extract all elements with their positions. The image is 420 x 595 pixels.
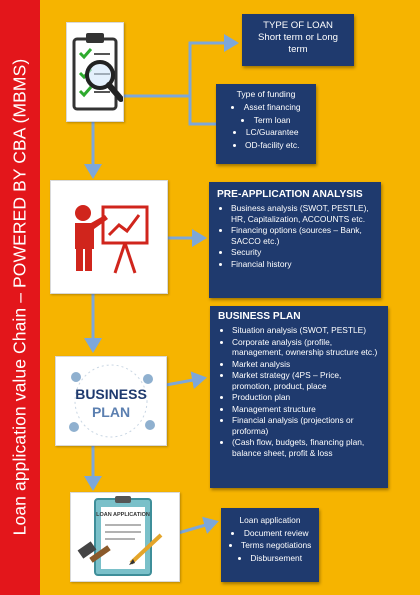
arrow-to-business-plan [165, 371, 207, 390]
loan-type-title: TYPE OF LOAN [263, 20, 333, 31]
application-item: Terms negotiations [225, 540, 315, 552]
loan-type-box: TYPE OF LOAN Short term or Long term [242, 14, 354, 66]
pre-application-item: Financing options (sources – Bank, SACCO… [231, 225, 375, 246]
funding-item: LC/Guarantee [220, 127, 312, 139]
application-item: Loan application [239, 515, 301, 525]
business-plan-item: Production plan [232, 392, 382, 403]
funding-item: Term loan [220, 115, 312, 127]
loan-application-form-icon: LOAN APPLICATION [70, 492, 180, 582]
business-plan-word-1: BUSINESS [75, 386, 147, 402]
funding-title: Type of funding [236, 89, 296, 99]
clipboard-search-icon [66, 22, 124, 122]
funding-item: Asset financing [220, 102, 312, 114]
presentation-icon [50, 180, 168, 294]
pre-application-item: Financial history [231, 259, 375, 270]
business-plan-word-2: PLAN [92, 404, 130, 420]
pre-application-title: PRE-APPLICATION ANALYSIS [217, 189, 363, 200]
business-plan-item: Management structure [232, 404, 382, 415]
arrow-to-application [177, 516, 219, 535]
pre-application-item: Security [231, 247, 375, 258]
funding-item: OD-facility etc. [220, 140, 312, 152]
business-plan-item: Financial analysis (projections or profo… [232, 415, 382, 436]
loan-type-text: Short term or Long term [258, 32, 338, 55]
business-plan-item: (Cash flow, budgets, financing plan, bal… [232, 437, 382, 458]
arrow-to-loan-type [122, 34, 239, 98]
funding-box: Type of funding Asset financing Term loa… [216, 84, 316, 164]
business-plan-title: BUSINESS PLAN [218, 311, 301, 322]
business-plan-item: Market strategy (4PS – Price, promotion,… [232, 370, 382, 391]
business-plan-item: Situation analysis (SWOT, PESTLE) [232, 325, 382, 336]
sidebar-banner: Loan application value Chain – POWERED B… [0, 0, 40, 595]
form-title: LOAN APPLICATION [96, 512, 150, 518]
business-plan-item: Corporate analysis (profile, management,… [232, 337, 382, 358]
application-box: Loan application Document review Terms n… [221, 508, 319, 582]
pre-application-item: Business analysis (SWOT, PESTLE), HR, Ca… [231, 203, 375, 224]
pre-application-box: PRE-APPLICATION ANALYSIS Business analys… [209, 182, 381, 298]
business-plan-box: BUSINESS PLAN Situation analysis (SWOT, … [210, 306, 388, 488]
business-plan-item: Market analysis [232, 359, 382, 370]
application-item: Disbursement [225, 553, 315, 565]
business-plan-icon: BUSINESS PLAN [55, 356, 167, 446]
application-item: Document review [225, 528, 315, 540]
